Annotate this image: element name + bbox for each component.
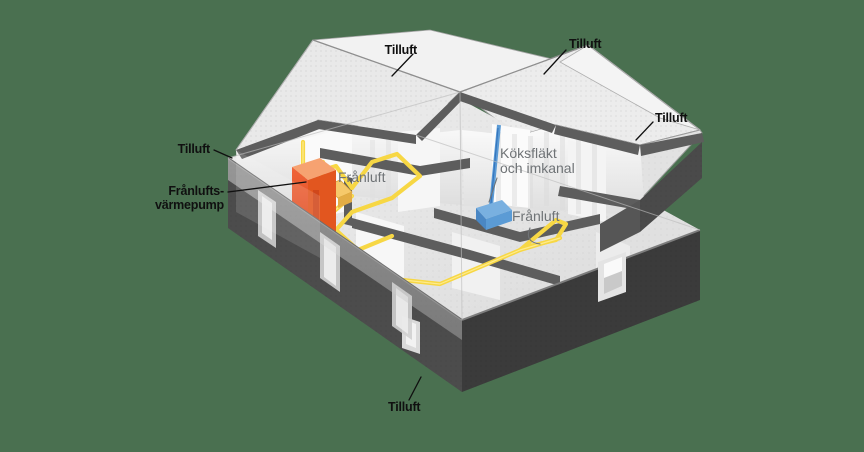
kitchen-fan-hood-left — [476, 208, 486, 230]
beam-wing-lower — [558, 186, 640, 210]
window-reflection — [604, 271, 622, 294]
callout-leader-lines — [213, 49, 654, 401]
beam-right-wing — [640, 133, 704, 156]
beam-interior-d — [352, 218, 470, 260]
leader-heat-pump — [227, 181, 307, 193]
leader-tilluft-east — [635, 121, 654, 141]
beam-back-mid — [318, 120, 416, 144]
beam-right-up — [457, 92, 556, 133]
heat-pump-panel — [313, 190, 319, 232]
beam-interior-g — [470, 250, 560, 286]
beam-interior-e — [434, 208, 520, 242]
duct-loop-upper — [349, 151, 423, 201]
exterior-walls-group — [227, 142, 702, 392]
exterior-wing-wall-front — [600, 200, 640, 252]
kitchen-fan — [476, 124, 512, 230]
beam-interior-b — [420, 158, 470, 176]
roof-ridge-left — [312, 39, 461, 93]
roof-overhang-lines — [227, 39, 701, 321]
leader-tilluft-west — [213, 149, 233, 159]
leader-franluft-right — [527, 227, 541, 245]
roof-ridge-right — [459, 44, 589, 93]
wall-top-edge-se — [461, 229, 701, 321]
heat-pump-top — [292, 158, 336, 180]
beam-right-eave — [554, 125, 640, 155]
cutaway-glass-overlay-2 — [236, 150, 320, 258]
leader-koksflakt — [488, 177, 498, 203]
exterior-wing-wall-right-dots — [640, 142, 702, 232]
kitchen-fan-hood-top — [476, 200, 512, 219]
kitchen-fan-duct-highlight — [489, 127, 499, 215]
partition-wall-4 — [568, 140, 606, 222]
leader-tilluft-roof-right — [543, 49, 567, 75]
exterior-wall-southeast-dots — [462, 230, 700, 392]
beam-ridge-span — [416, 92, 466, 141]
cutaway-glass-overlay — [228, 158, 462, 340]
partition-wall-3 — [492, 124, 530, 208]
leader-tilluft-roof-left — [391, 53, 414, 77]
kitchen-fan-hood-front — [486, 210, 512, 230]
leader-tilluft-south — [408, 376, 422, 401]
windows-southeast — [598, 252, 626, 302]
callout-leader-lines-gray — [488, 177, 541, 245]
